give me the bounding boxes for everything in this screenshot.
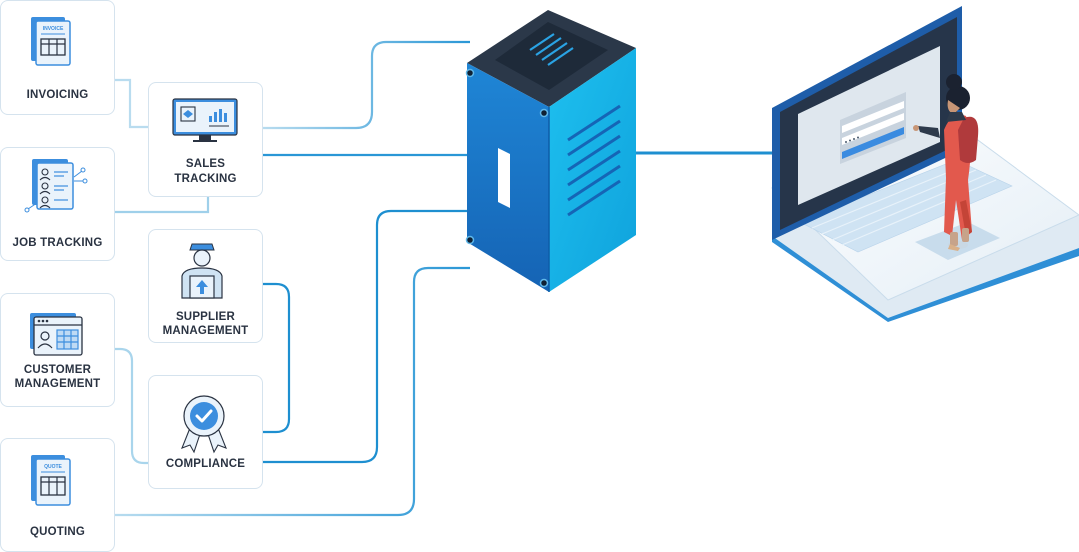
module-label-invoicing: INVOICING	[26, 89, 89, 101]
module-card-quoting: QUOTING	[0, 438, 115, 552]
server-top-vent	[529, 33, 574, 66]
module-card-supplier-management: SUPPLIER MANAGEMENT	[148, 229, 263, 343]
module-card-job-tracking: JOB TRACKING	[0, 147, 115, 261]
server-screws	[465, 68, 549, 288]
module-card-invoicing: INVOICING	[0, 0, 115, 115]
line-job-tracking	[114, 196, 210, 214]
module-label-compliance: COMPLIANCE	[165, 458, 246, 470]
line-invoicing	[114, 78, 148, 129]
module-label-sales-line1: SALES	[185, 158, 226, 170]
login-button	[842, 127, 904, 159]
line-quoting	[114, 266, 470, 517]
module-label-customer-line1: CUSTOMER	[23, 364, 92, 376]
module-label-customer-line2: MANAGEMENT	[14, 378, 101, 390]
laptop	[771, 6, 1079, 322]
module-label-job-tracking: JOB TRACKING	[12, 237, 103, 249]
module-label-supplier-line2: MANAGEMENT	[162, 325, 249, 337]
line-supplier-compliance	[262, 282, 291, 434]
login-username-field	[842, 101, 904, 133]
person-with-backpack	[913, 74, 979, 251]
connection-lines	[114, 40, 775, 517]
module-label-supplier-line1: SUPPLIER	[175, 311, 236, 323]
server-side-vents	[567, 104, 621, 217]
module-card-compliance: COMPLIANCE	[148, 375, 263, 489]
server-drive-slot	[498, 148, 510, 208]
module-card-customer-management: CUSTOMER MANAGEMENT	[0, 293, 115, 407]
server-tower	[465, 10, 636, 292]
line-sales-tracking-top	[262, 40, 470, 130]
line-compliance	[262, 209, 470, 464]
module-label-sales-line2: TRACKING	[174, 173, 237, 185]
line-customer	[114, 347, 148, 465]
module-label-quoting: QUOTING	[29, 526, 86, 538]
module-card-sales-tracking: SALES TRACKING	[148, 82, 263, 197]
